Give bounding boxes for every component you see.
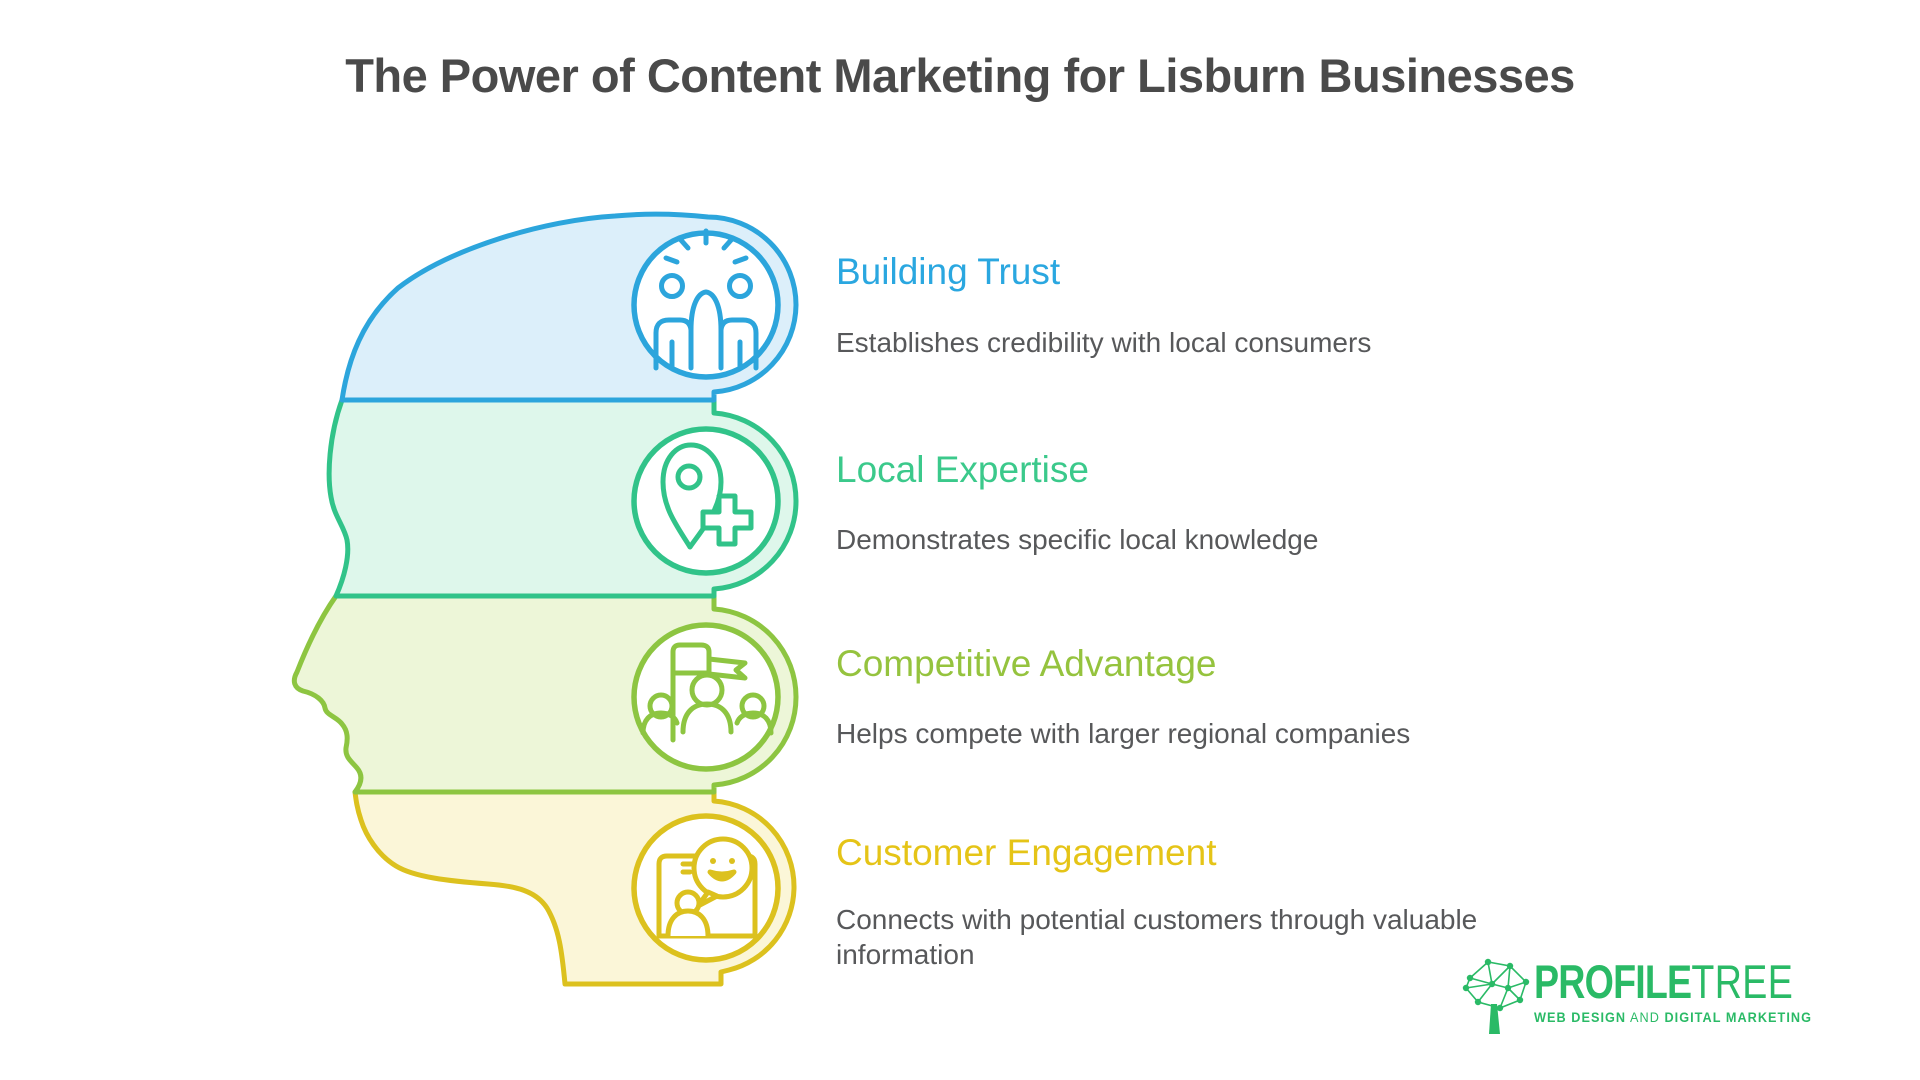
location-pin-medical-icon	[660, 442, 754, 550]
profiletree-logo-tree-icon	[1462, 958, 1530, 1034]
icon-disk-local-expertise	[631, 426, 781, 576]
section-heading-building-trust: Building Trust	[836, 251, 1061, 292]
profiletree-logo-tagline: WEB DESIGN AND DIGITAL MARKETING	[1534, 1010, 1839, 1025]
phone-chat-smiley-icon	[656, 836, 758, 939]
tagline-digital-marketing: DIGITAL MARKETING	[1664, 1010, 1812, 1025]
high-five-icon	[653, 228, 759, 371]
section-description-local-expertise: Demonstrates specific local knowledge	[836, 524, 1319, 555]
tagline-web-design: WEB DESIGN	[1534, 1010, 1627, 1025]
profiletree-logo-wordmark: PROFILETREE	[1534, 958, 1793, 1005]
logo-brand-light: TREE	[1691, 955, 1794, 1008]
section-heading-local-expertise: Local Expertise	[836, 449, 1089, 490]
section-description-competitive-advantage: Helps compete with larger regional compa…	[836, 718, 1411, 749]
logo-brand-bold: PROFILE	[1534, 955, 1692, 1008]
section-description-customer-engagement: Connects with potential customers throug…	[836, 904, 1478, 970]
section-heading-customer-engagement: Customer Engagement	[836, 832, 1217, 873]
team-flag-icon	[640, 642, 774, 743]
tagline-and: AND	[1626, 1010, 1665, 1025]
section-description-building-trust: Establishes credibility with local consu…	[836, 327, 1372, 358]
profiletree-logo: PROFILETREE WEB DESIGN AND DIGITAL MARKE…	[1462, 952, 1822, 1052]
section-heading-competitive-advantage: Competitive Advantage	[836, 643, 1217, 684]
page-title: The Power of Content Marketing for Lisbu…	[345, 49, 1575, 102]
